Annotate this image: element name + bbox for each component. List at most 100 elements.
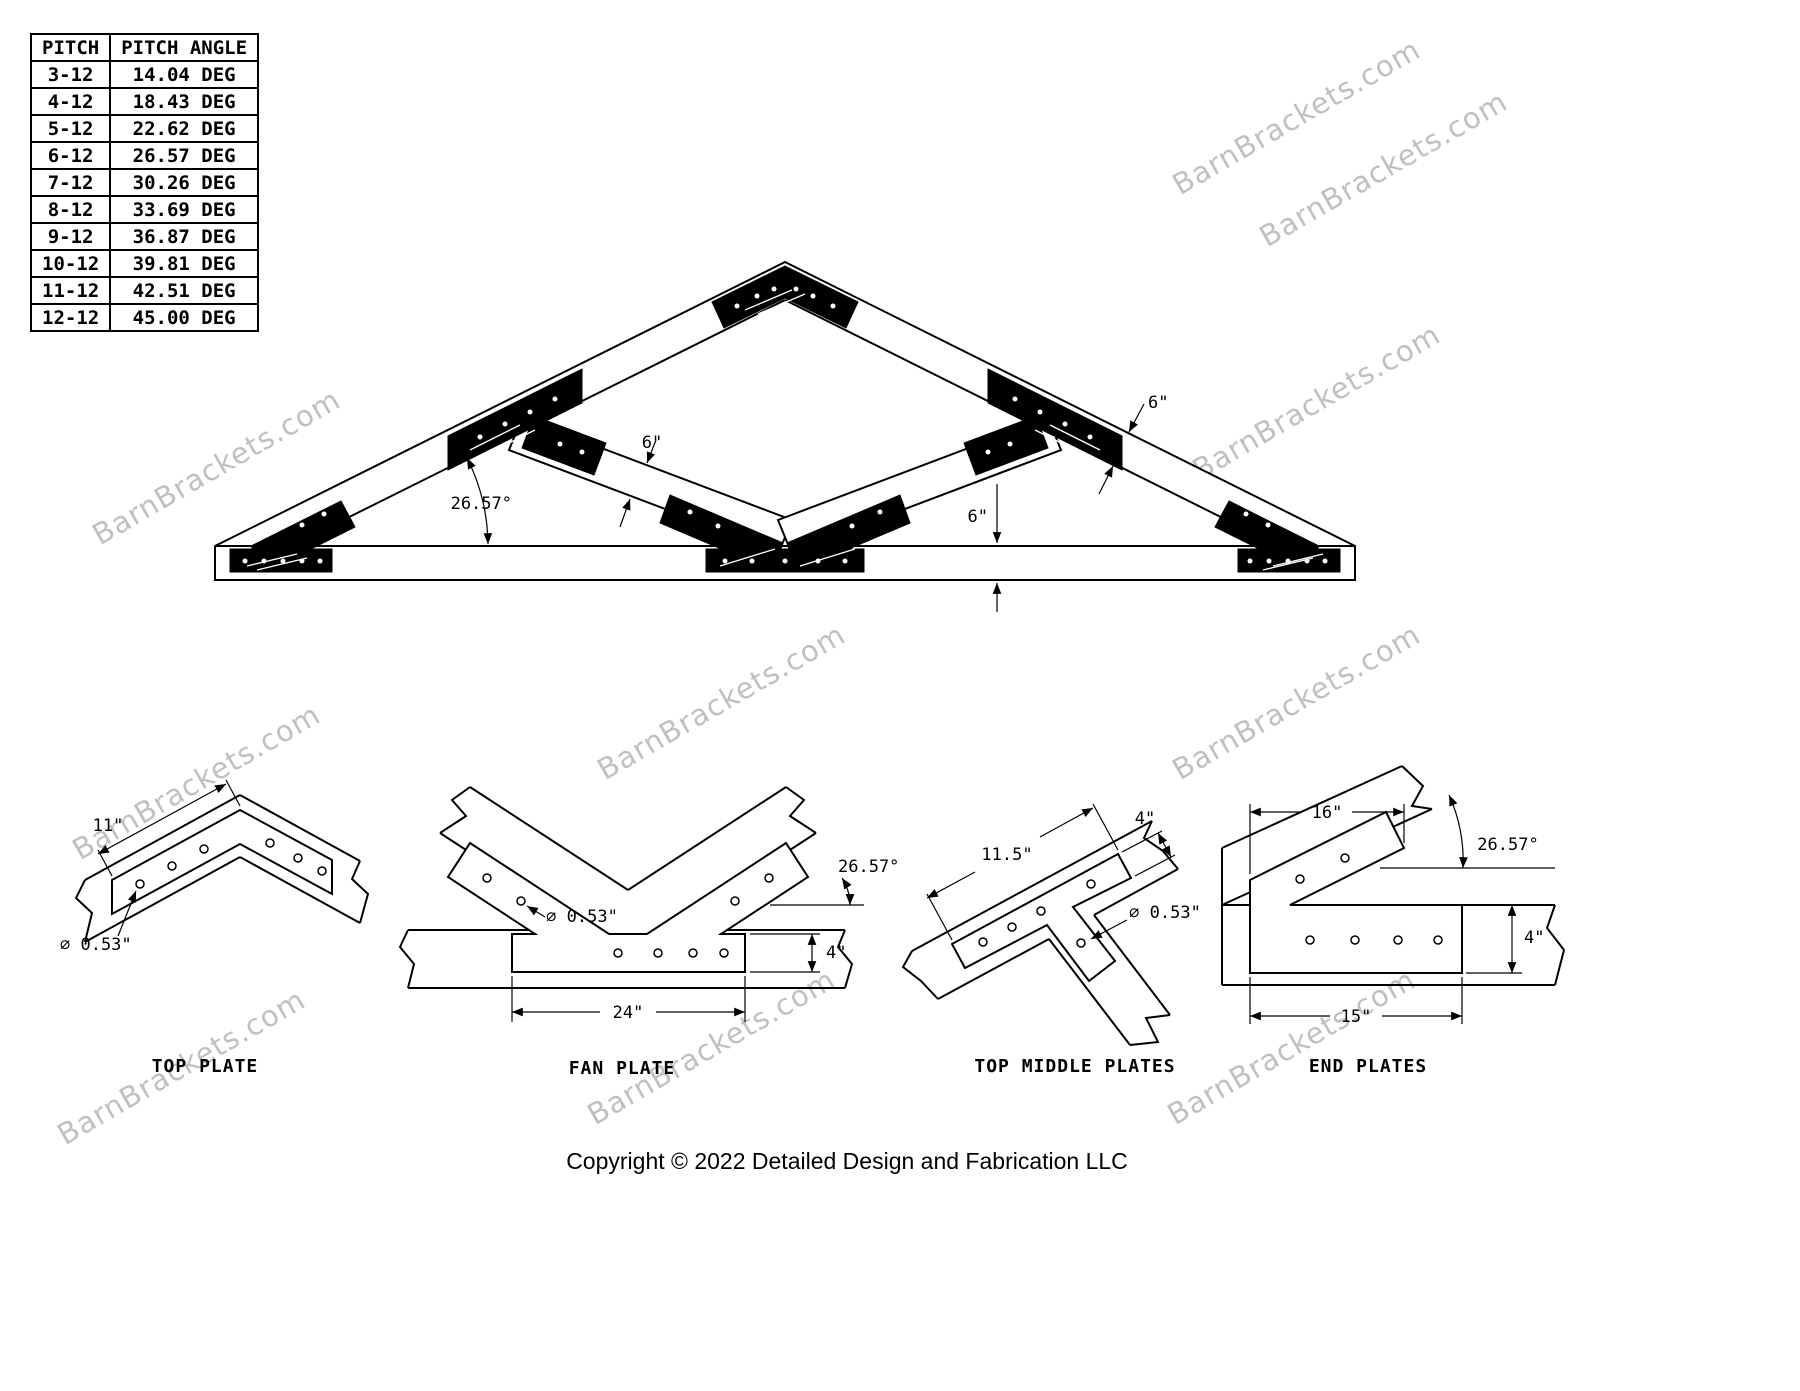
- fan-plate-outline: [446, 841, 810, 973]
- pitch-angle-column-header: PITCH ANGLE: [109, 33, 260, 62]
- copyright-text: Copyright © 2022 Detailed Design and Fab…: [566, 1148, 1128, 1174]
- web-width-arrow: [646, 439, 657, 464]
- pitch-value: 5-12: [29, 114, 112, 143]
- top-middle-plates-detail: 11.5" 4" ⌀ 0.53" TOP MIDDLE PLATES: [901, 803, 1201, 1077]
- break-mark: [1129, 1014, 1171, 1046]
- sketch-mark: [1262, 553, 1324, 571]
- hole-diameter-callout: ⌀ 0.53": [546, 907, 618, 927]
- bolt-holes: [482, 873, 774, 958]
- break-mark: [74, 879, 94, 943]
- bottom-fan-plate: [659, 494, 911, 573]
- left-mid-plate: [447, 368, 607, 476]
- pitch-value: 12-12: [29, 303, 112, 332]
- chord-angle-dimension: 26.57°: [1477, 835, 1538, 855]
- plate-height-dimension: 4": [1524, 928, 1544, 948]
- end-plate-outline: [1249, 810, 1463, 974]
- pitch-angle-value: 18.43 DEG: [109, 87, 260, 116]
- end-plates-detail: 16" 26.57° 4" 15" END PLATES: [1221, 765, 1566, 1077]
- pitch-angle-value: 33.69 DEG: [109, 195, 260, 224]
- sketch-mark: [719, 548, 856, 567]
- break-mark: [785, 786, 817, 834]
- web-width-dimension: 6": [642, 433, 662, 453]
- break-mark: [1545, 904, 1566, 986]
- dimensions: 16" 26.57° 4" 15": [1249, 794, 1555, 1027]
- top-middle-plate-outline: [950, 852, 1133, 983]
- top-middle-plates-caption: TOP MIDDLE PLATES: [974, 1056, 1175, 1077]
- left-end-plate: [229, 500, 356, 573]
- break-mark: [1142, 820, 1179, 870]
- plate-length-dimension: 11.5": [981, 845, 1032, 865]
- timber-outline: [901, 820, 1179, 1046]
- angle-arc: [1448, 794, 1468, 869]
- plate-length-dimension: 11": [93, 816, 124, 836]
- pitch-value: 4-12: [29, 87, 112, 116]
- top-plate-caption: TOP PLATE: [152, 1056, 259, 1077]
- pitch-angle-value: 30.26 DEG: [109, 168, 260, 197]
- pitch-angle-value: 26.57 DEG: [109, 141, 260, 170]
- break-mark: [1401, 765, 1433, 810]
- plate-height-dimension: 4": [826, 943, 846, 963]
- pitch-angle-value: 36.87 DEG: [109, 222, 260, 251]
- bolt-holes: [477, 396, 585, 455]
- pitch-value: 8-12: [29, 195, 112, 224]
- hole-leader: [117, 890, 137, 937]
- hole-diameter-callout: ⌀ 0.53": [60, 935, 132, 955]
- break-mark: [901, 950, 939, 1000]
- bolt-holes: [978, 879, 1096, 948]
- truss-outline: [214, 260, 1356, 581]
- pitch-value: 11-12: [29, 276, 112, 305]
- right-end-plate: [1214, 500, 1341, 573]
- bolt-holes: [135, 838, 327, 889]
- right-mid-plate: [963, 368, 1123, 476]
- pitch-angle-value: 39.81 DEG: [109, 249, 260, 278]
- pitch-value: 10-12: [29, 249, 112, 278]
- angle-arc: [841, 877, 855, 906]
- hole-leader: [1090, 919, 1128, 940]
- bolt-holes: [1295, 853, 1443, 945]
- break-mark: [350, 860, 370, 924]
- chord-width-arrow: [1098, 465, 1114, 495]
- pitch-angle-value: 45.00 DEG: [109, 303, 260, 332]
- sketch-mark: [246, 553, 308, 571]
- truss-dimensions: 26.57° 6" 6" 6": [451, 393, 1168, 612]
- top-chord-width-dimension: 6": [1148, 393, 1168, 413]
- pitch-value: 7-12: [29, 168, 112, 197]
- plate-length-dimension: 24": [613, 1003, 644, 1023]
- web-width-arrow: [619, 498, 631, 528]
- pitch-angle-value: 14.04 DEG: [109, 60, 260, 89]
- sketch-mark: [744, 289, 806, 315]
- break-mark: [439, 786, 471, 834]
- apex-plate: [711, 265, 859, 329]
- fan-plate-detail: 24" 4" 26.57° ⌀ 0.53" FAN PLATE: [398, 786, 899, 1079]
- bottom-chord-depth-dimension: 6": [968, 507, 988, 527]
- dimensions: 11.5" 4" ⌀ 0.53": [926, 803, 1201, 941]
- hole-leader: [526, 905, 546, 918]
- bolt-holes: [242, 511, 327, 564]
- truss-elevation: 26.57° 6" 6" 6": [214, 260, 1356, 612]
- pitch-value: 6-12: [29, 141, 112, 170]
- pitch-value: 9-12: [29, 222, 112, 251]
- pitch-column-header: PITCH: [29, 33, 112, 62]
- pitch-table-header-row: PITCH PITCH ANGLE: [29, 33, 260, 62]
- plate-width-dimension: 4": [1135, 809, 1155, 829]
- sketch-mark: [1034, 424, 1101, 456]
- break-mark: [836, 929, 854, 989]
- bolt-holes: [985, 396, 1093, 455]
- sketch-mark: [469, 424, 536, 456]
- top-plate-outline: [111, 808, 333, 916]
- bolt-holes: [734, 286, 836, 309]
- top-plate-detail: 11" ⌀ 0.53" TOP PLATE: [60, 779, 370, 1077]
- dimensions: 11" ⌀ 0.53": [60, 779, 241, 955]
- web-angle-dimension: 26.57°: [838, 857, 899, 877]
